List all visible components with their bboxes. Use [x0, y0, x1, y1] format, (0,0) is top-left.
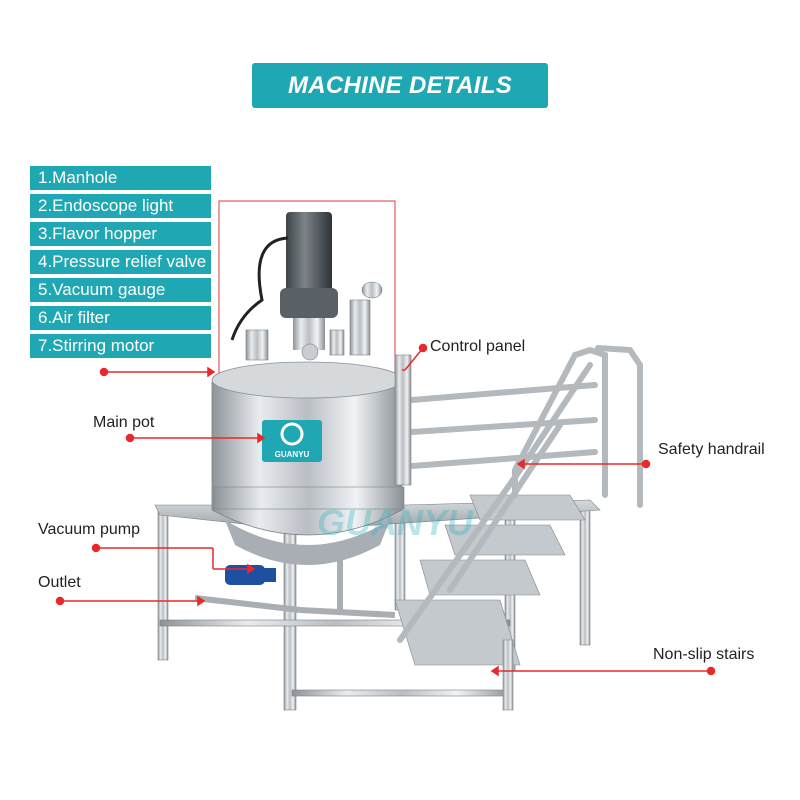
callout-control-panel: Control panel	[430, 338, 526, 355]
part-item-manhole: 1.Manhole	[30, 166, 211, 190]
part-item-pressure-relief-valve: 4.Pressure relief valve	[30, 250, 211, 274]
guanyu-watermark: GUANYU	[317, 502, 474, 543]
part-item-flavor-hopper: 3.Flavor hopper	[30, 222, 211, 246]
part-item-air-filter: 6.Air filter	[30, 306, 211, 330]
part-item-stirring-motor: 7.Stirring motor	[30, 334, 211, 358]
guanyu-logo: GUANYU	[262, 420, 322, 462]
part-item-endoscope-light: 2.Endoscope light	[30, 194, 211, 218]
outlet-pipe	[194, 555, 396, 618]
part-item-vacuum-gauge: 5.Vacuum gauge	[30, 278, 211, 302]
control-panel	[394, 354, 412, 486]
callout-vacuum-pump: Vacuum pump	[38, 521, 140, 538]
svg-text:GUANYU: GUANYU	[275, 450, 310, 459]
stirring-motor	[230, 212, 338, 350]
callout-safety-handrail: Safety handrail	[658, 441, 765, 458]
callout-non-slip-stairs: Non-slip stairs	[653, 646, 755, 663]
vacuum-pump	[225, 565, 276, 585]
page-title: MACHINE DETAILS	[252, 63, 548, 108]
callout-lines	[55, 343, 716, 677]
safety-handrail	[397, 345, 643, 643]
callout-main-pot: Main pot	[93, 414, 155, 431]
top-fittings	[245, 281, 383, 361]
callout-outlet: Outlet	[38, 574, 81, 591]
parts-list: 1.Manhole 2.Endoscope light 3.Flavor hop…	[30, 166, 211, 362]
title-text: MACHINE DETAILS	[287, 71, 513, 99]
svg-text:GUANYU: GUANYU	[317, 502, 474, 543]
